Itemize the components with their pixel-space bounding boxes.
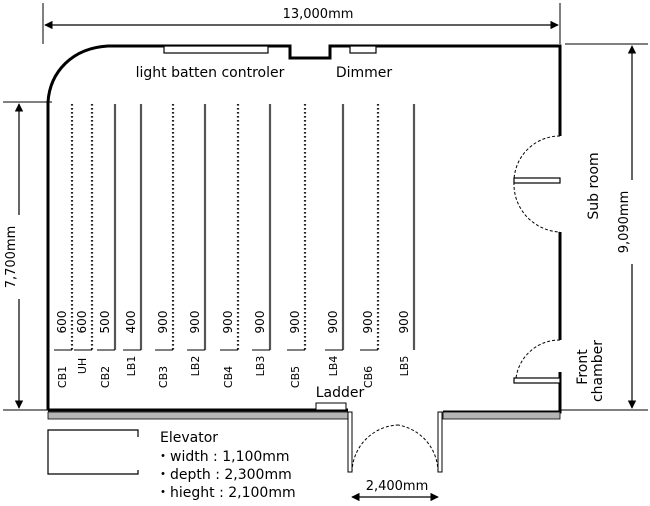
batten-spacing-label: 900 xyxy=(326,311,340,334)
dimension-height-total: 9,090mm xyxy=(560,43,648,411)
light-batten-controller-label: light batten controler xyxy=(136,65,285,81)
batten-code-label: CB4 xyxy=(222,366,235,388)
batten-code-label: CB2 xyxy=(99,366,112,388)
light-batten-controller-box xyxy=(163,45,269,54)
dimension-width-label: 13,000mm xyxy=(283,7,354,22)
batten-code-label: LB1 xyxy=(125,356,138,377)
batten-spacing-label: 900 xyxy=(361,311,375,334)
batten-spacing-label: 900 xyxy=(397,311,411,334)
elevator-height: ・hieght : 2,100mm xyxy=(156,485,296,501)
elevator-title: Elevator xyxy=(160,430,218,446)
batten-code-label: LB4 xyxy=(327,356,340,377)
batten-spacing-label: 900 xyxy=(288,311,302,334)
batten-code-label: UH xyxy=(76,358,89,374)
ladder-box xyxy=(315,402,347,411)
batten-code-label: LB2 xyxy=(189,356,202,377)
elevator: Elevator ・width : 1,100mm ・depth : 2,300… xyxy=(47,429,296,501)
front-chamber-label-2: chamber xyxy=(590,340,606,402)
batten-spacing-label: 900 xyxy=(156,311,170,334)
dimension-height-total-label: 9,090mm xyxy=(617,191,632,254)
batten-spacing-label: 900 xyxy=(253,311,267,334)
front-chamber-door xyxy=(513,339,561,384)
batten-code-label: CB3 xyxy=(157,366,170,388)
batten-spacing-label: 900 xyxy=(221,311,235,334)
ladder-label: Ladder xyxy=(316,385,365,401)
sub-room-label: Sub room xyxy=(586,152,602,219)
sub-room-door xyxy=(513,135,561,233)
entrance-doors xyxy=(347,411,443,473)
dimension-width-total: 13,000mm xyxy=(42,3,561,44)
elevator-depth: ・depth : 2,300mm xyxy=(156,467,292,483)
batten-spacing-label: 600 xyxy=(75,311,89,334)
batten-spacing-label: 600 xyxy=(55,311,69,334)
dimension-height-inner: 7,700mm xyxy=(3,101,52,411)
floor-strip-left xyxy=(47,411,349,420)
batten-code-label: CB1 xyxy=(56,366,69,388)
dimension-door-width: 2,400mm xyxy=(351,479,439,502)
dimension-height-inner-label: 7,700mm xyxy=(4,226,19,289)
batten-code-label: LB5 xyxy=(398,356,411,377)
dimmer-box xyxy=(349,45,377,54)
batten-code-label: CB6 xyxy=(362,366,375,388)
floor-strip-right xyxy=(442,411,561,420)
front-chamber-label-1: Front xyxy=(575,349,591,385)
dimmer-label: Dimmer xyxy=(336,65,393,81)
battens-group: 600CB1600UH500CB2400LB1900CB3900LB2900CB… xyxy=(54,104,416,388)
batten-spacing-label: 400 xyxy=(124,311,138,334)
batten-spacing-label: 900 xyxy=(188,311,202,334)
batten-spacing-label: 500 xyxy=(98,311,112,334)
elevator-width: ・width : 1,100mm xyxy=(156,449,290,465)
batten-code-label: LB3 xyxy=(254,356,267,377)
batten-code-label: CB5 xyxy=(289,366,302,388)
dimension-door-width-label: 2,400mm xyxy=(366,479,429,494)
